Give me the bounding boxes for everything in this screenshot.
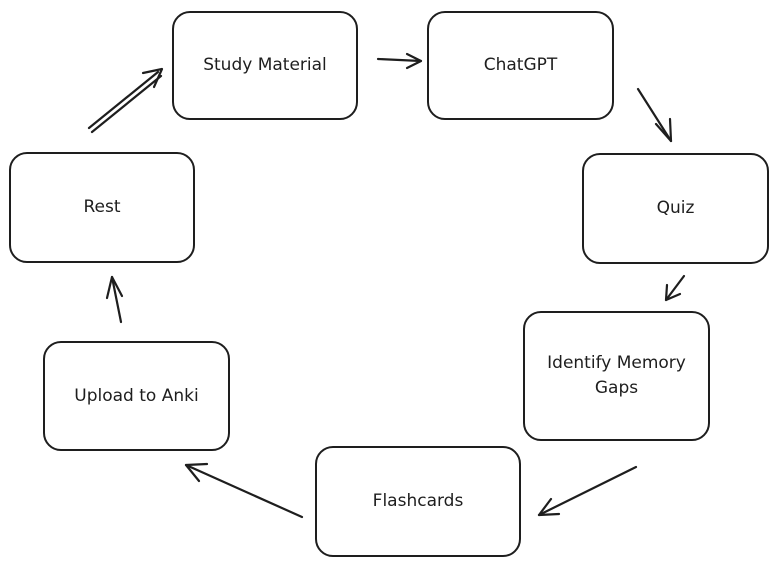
node-label: Rest xyxy=(83,197,121,218)
node-label: Study Material xyxy=(203,55,327,76)
arrow-rest-to-study xyxy=(87,67,164,134)
arrow-gaps-to-flashcards xyxy=(537,465,638,517)
node-flashcards: Flashcards xyxy=(315,446,521,557)
arrow-study-to-chatgpt xyxy=(376,52,423,70)
node-label-line: Identify Memory xyxy=(547,353,686,374)
node-label-group: Identify Memory Gaps xyxy=(547,351,686,400)
arrow-flashcards-to-anki xyxy=(184,462,304,519)
arrow-anki-to-rest xyxy=(105,275,124,324)
node-chatgpt: ChatGPT xyxy=(427,11,614,120)
node-label: ChatGPT xyxy=(483,55,558,76)
node-label: Flashcards xyxy=(372,491,464,512)
node-quiz: Quiz xyxy=(582,153,769,264)
node-study-material: Study Material xyxy=(172,11,358,120)
arrow-quiz-to-gaps xyxy=(664,274,686,302)
node-label-line: Gaps xyxy=(594,378,639,398)
node-identify-memory-gaps: Identify Memory Gaps xyxy=(523,311,710,441)
arrow-chatgpt-to-quiz xyxy=(636,87,673,143)
node-label: Upload to Anki xyxy=(74,385,199,406)
node-label: Quiz xyxy=(656,198,695,219)
node-rest: Rest xyxy=(9,152,195,263)
node-upload-to-anki: Upload to Anki xyxy=(43,341,230,451)
